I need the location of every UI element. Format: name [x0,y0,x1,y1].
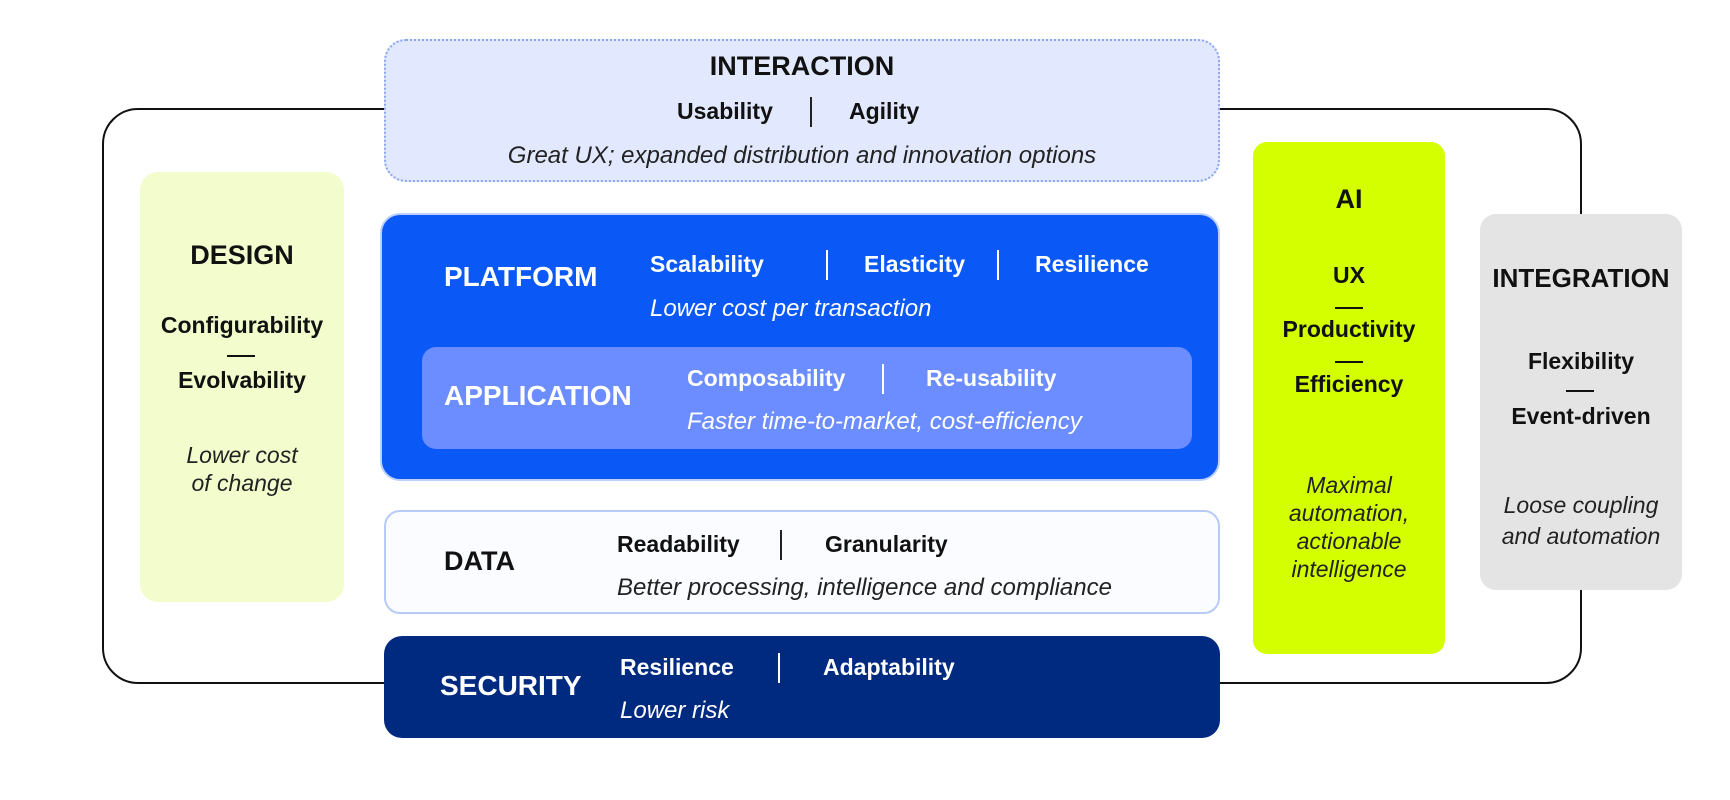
platform-separator-2 [997,250,999,280]
application-separator [882,364,884,394]
security-separator [778,653,780,683]
data-title: DATA [444,546,515,576]
integration-attr-event-driven: Event-driven [1511,403,1651,429]
interaction-box [384,39,1220,182]
data-attr-granularity: Granularity [825,531,948,557]
ai-attr-ux: UX [1333,262,1365,288]
integration-title: INTEGRATION [1492,263,1670,293]
design-description-line1: Lower cost [186,442,298,468]
ai-attr-productivity: Productivity [1282,316,1416,342]
design-divider [227,355,255,357]
platform-title: PLATFORM [444,261,598,292]
ai-box [1253,142,1445,654]
interaction-title: INTERACTION [709,51,895,81]
data-separator [780,530,782,560]
integration-divider [1566,390,1594,392]
platform-attr-scalability: Scalability [650,251,764,277]
application-attr-composability: Composability [687,365,846,391]
interaction-description: Great UX; expanded distribution and inno… [507,142,1097,169]
data-box [384,510,1220,614]
integration-description-line1: Loose coupling [1503,492,1659,518]
platform-separator-1 [826,250,828,280]
ai-description-line4: intelligence [1291,556,1407,582]
platform-attr-elasticity: Elasticity [864,251,965,277]
interaction-attr-usability: Usability [677,98,773,124]
security-box [384,636,1220,738]
security-title: SECURITY [440,670,582,701]
integration-description-line2: and automation [1501,523,1661,549]
interaction-attr-agility: Agility [849,98,920,124]
application-description: Faster time-to-market, cost-efficiency [687,408,1082,435]
design-attr-configurability: Configurability [160,312,324,338]
design-description-line2: of change [191,470,293,496]
design-box [140,172,344,602]
ai-description-line3: actionable [1296,528,1402,554]
platform-description: Lower cost per transaction [650,295,932,322]
security-attr-resilience: Resilience [620,654,734,680]
integration-box [1480,214,1682,590]
ai-divider-2 [1335,361,1363,363]
ai-description-line1: Maximal [1306,472,1392,498]
security-attr-adaptability: Adaptability [823,654,955,680]
data-attr-readability: Readability [617,531,740,557]
platform-attr-resilience: Resilience [1035,251,1149,277]
ai-attr-efficiency: Efficiency [1294,371,1404,397]
application-attr-reusability: Re-usability [926,365,1057,391]
interaction-separator [810,97,812,127]
design-title: DESIGN [190,240,294,270]
design-attr-evolvability: Evolvability [178,367,306,393]
integration-attr-flexibility: Flexibility [1527,348,1635,374]
ai-divider-1 [1335,307,1363,309]
application-box [422,347,1192,449]
data-description: Better processing, intelligence and comp… [617,574,1112,601]
application-title: APPLICATION [444,380,632,411]
ai-title: AI [1335,184,1363,214]
ai-description-line2: automation, [1288,500,1410,526]
security-description: Lower risk [620,697,730,724]
